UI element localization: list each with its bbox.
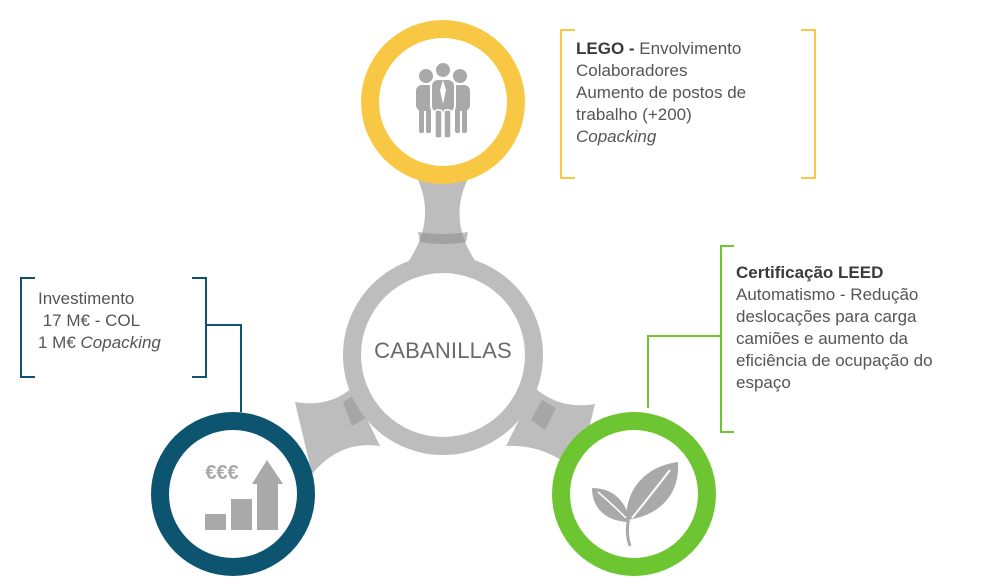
growth-chart-icon [205,460,283,530]
sustainability-line-5: espaço [736,373,791,392]
connector-right-shadow [531,400,556,430]
people-line-4: trabalho (+200) [576,105,692,124]
sustainability-line-3: camiões e aumento da [736,329,908,348]
people-line-1: Envolvimento [639,39,742,58]
investment-text-box: Investimento 17 M€ - COL 1 M€ Copacking [38,288,161,354]
people-group-icon [416,61,470,139]
sustainability-text-bracket [647,245,734,433]
investment-line-3-prefix: 1 M€ [38,333,81,352]
people-title-line: LEGO - Envolvimento [576,38,746,60]
people-title: LEGO - [576,39,640,58]
sustainability-line-2: deslocações para carga [736,307,917,326]
people-text-bracket [560,29,816,179]
sustainability-text-box: Certificação LEED Automatismo - Redução … [736,262,933,394]
people-text-box: LEGO - Envolvimento Colaboradores Aument… [576,38,746,148]
people-italic: Copacking [576,127,657,146]
investment-text-bracket [20,277,242,412]
connector-top-shadow [418,232,468,244]
investment-line-3-italic: Copacking [80,333,161,352]
hub-label: CABANILLAS [374,338,512,363]
hub-inner [361,273,525,437]
people-line-3: Aumento de postos de [576,83,747,102]
connector-left-shadow [343,394,366,426]
sustainability-title: Certificação LEED [736,263,884,282]
sustainability-line-4: eficiência de ocupação do [736,351,933,370]
investment-line-1: Investimento [38,289,135,308]
investment-icon-currency: €€€ [205,462,238,484]
sustainability-line-1: Automatismo - Redução [736,285,919,304]
people-line-2: Colaboradores [576,61,688,80]
leaves-icon [592,462,679,547]
investment-line-2: 17 M€ - COL [38,311,141,330]
